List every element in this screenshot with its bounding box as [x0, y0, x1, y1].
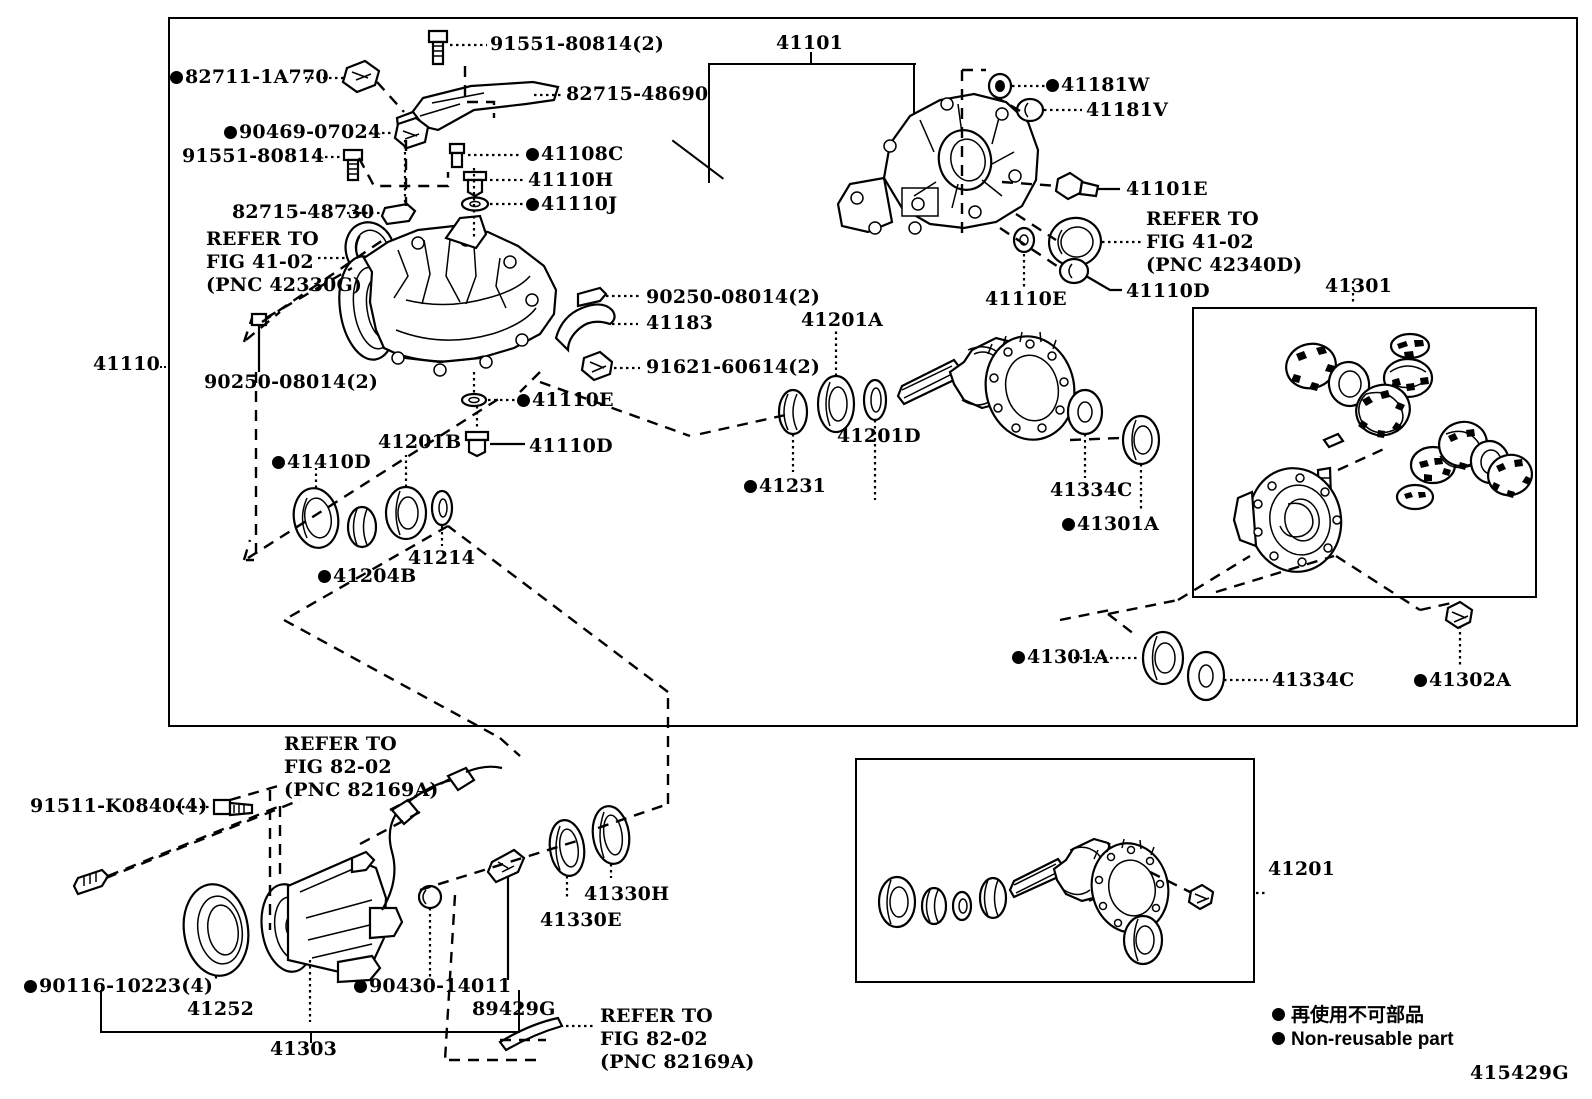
nonreusable-dot-icon [170, 71, 183, 84]
label-41101E: 41101E [1126, 178, 1208, 200]
note-refer-fig-82-02-bottom: REFER TO FIG 82-02 (PNC 82169A) [600, 1005, 755, 1074]
label-41110: 41110 [93, 353, 161, 375]
label-41110H: 41110H [528, 169, 614, 191]
label-90116-10223-4: 90116-10223(4) [24, 976, 213, 997]
legend: 再使用不可部品 Non-reusable part [1272, 1004, 1454, 1052]
label-91511-K0840-4: 91511-K0840(4) [30, 795, 208, 817]
label-91621-60614-2: 91621-60614(2) [646, 356, 821, 378]
label-41252: 41252 [187, 998, 255, 1020]
label-41101: 41101 [776, 32, 844, 54]
part-41252-seal-art [182, 883, 250, 977]
housing-41101-bracket-right [913, 63, 915, 183]
main-diagram-frame [168, 17, 1578, 727]
label-90250-08014-left: 90250-08014(2) [204, 371, 379, 393]
label-41214: 41214 [408, 547, 476, 569]
nonreusable-dot-icon [744, 480, 757, 493]
nonreusable-dot-icon [1414, 674, 1427, 687]
label-41110D-centre: 41110D [529, 435, 613, 457]
part-89429G-art [486, 848, 526, 884]
label-41201-inset: 41201 [1268, 858, 1336, 880]
label-41301A-lower: 41301A [1012, 647, 1109, 668]
nonreusable-dot-icon [517, 394, 530, 407]
housing-41101-stem [810, 52, 812, 65]
nonreusable-dot-icon [354, 980, 367, 993]
label-90430-14011: 90430-14011 [354, 976, 511, 997]
nonreusable-dot-icon [526, 148, 539, 161]
label-41302A: 41302A [1414, 670, 1511, 691]
nonreusable-dot-icon [526, 198, 539, 211]
note-refer-fig-41-02-right: REFER TO FIG 41-02 (PNC 42340D) [1146, 208, 1303, 277]
legend-english: Non-reusable part [1272, 1028, 1454, 1052]
nonreusable-dot-icon [1046, 79, 1059, 92]
label-41201B: 41201B [378, 431, 462, 453]
part-91511-K0840-art [212, 798, 254, 817]
label-41201A: 41201A [801, 309, 884, 331]
label-89429G: 89429G [472, 998, 556, 1020]
label-41183: 41183 [646, 312, 714, 334]
label-41301: 41301 [1325, 275, 1393, 297]
part-41330E-seal-art [548, 819, 586, 877]
label-41330H: 41330H [584, 883, 670, 905]
label-91551-80814-2: 91551-80814(2) [490, 33, 665, 55]
label-41181V: 41181V [1086, 99, 1169, 121]
nonreusable-dot-icon [24, 980, 37, 993]
part-41330H-seal-art [591, 805, 631, 865]
label-82715-48690: 82715-48690 [566, 83, 709, 105]
nonreusable-dot-icon [1062, 518, 1075, 531]
note-refer-fig-82-02-top: REFER TO FIG 82-02 (PNC 82169A) [284, 733, 439, 802]
label-82711-1A770: 82711-1A770 [170, 67, 329, 88]
label-41108C: 41108C [526, 144, 623, 165]
pinion-kit-inset-frame [855, 758, 1255, 983]
label-41334C-lower: 41334C [1272, 669, 1355, 691]
differential-case-inset-frame [1192, 307, 1537, 598]
note-refer-fig-41-02-left: REFER TO FIG 41-02 (PNC 42330G) [206, 228, 363, 297]
housing-41101-bracket-left [708, 63, 710, 183]
label-41204B: 41204B [318, 566, 416, 587]
label-90250-08014-centre: 90250-08014(2) [646, 286, 821, 308]
label-41231: 41231 [744, 476, 826, 497]
label-41110E-right: 41110E [985, 288, 1067, 310]
nonreusable-dot-icon [224, 126, 237, 139]
drawing-number: 415429G [1470, 1062, 1570, 1084]
label-41181W: 41181W [1046, 75, 1150, 96]
housing-41101-bracket [708, 63, 916, 65]
label-41110E-centre: 41110E [517, 390, 614, 411]
label-41201D: 41201D [837, 425, 921, 447]
legend-japanese: 再使用不可部品 [1272, 1004, 1454, 1028]
label-41110J: 41110J [526, 194, 617, 215]
part-90116-10223-art [72, 868, 110, 896]
label-41410D: 41410D [272, 452, 371, 473]
label-41110D-right: 41110D [1126, 280, 1210, 302]
group-bracket-41303 [100, 990, 520, 1033]
nonreusable-dot-icon [1272, 1008, 1285, 1021]
group-bracket-41303-stem [310, 1033, 312, 1043]
label-91551-80814: 91551-80814 [182, 145, 325, 167]
label-41110-leader [156, 366, 170, 368]
label-90469-07024: 90469-07024 [224, 122, 381, 143]
label-41330E: 41330E [540, 909, 622, 931]
nonreusable-dot-icon [1012, 651, 1025, 664]
label-41303: 41303 [270, 1038, 338, 1060]
label-41301A-upper: 41301A [1062, 514, 1159, 535]
label-82715-48730: 82715-48730 [232, 201, 375, 223]
part-90430-14011-art [417, 884, 443, 910]
nonreusable-dot-icon [272, 456, 285, 469]
nonreusable-dot-icon [1272, 1031, 1285, 1045]
nonreusable-dot-icon [318, 570, 331, 583]
label-41334C-upper: 41334C [1050, 479, 1133, 501]
